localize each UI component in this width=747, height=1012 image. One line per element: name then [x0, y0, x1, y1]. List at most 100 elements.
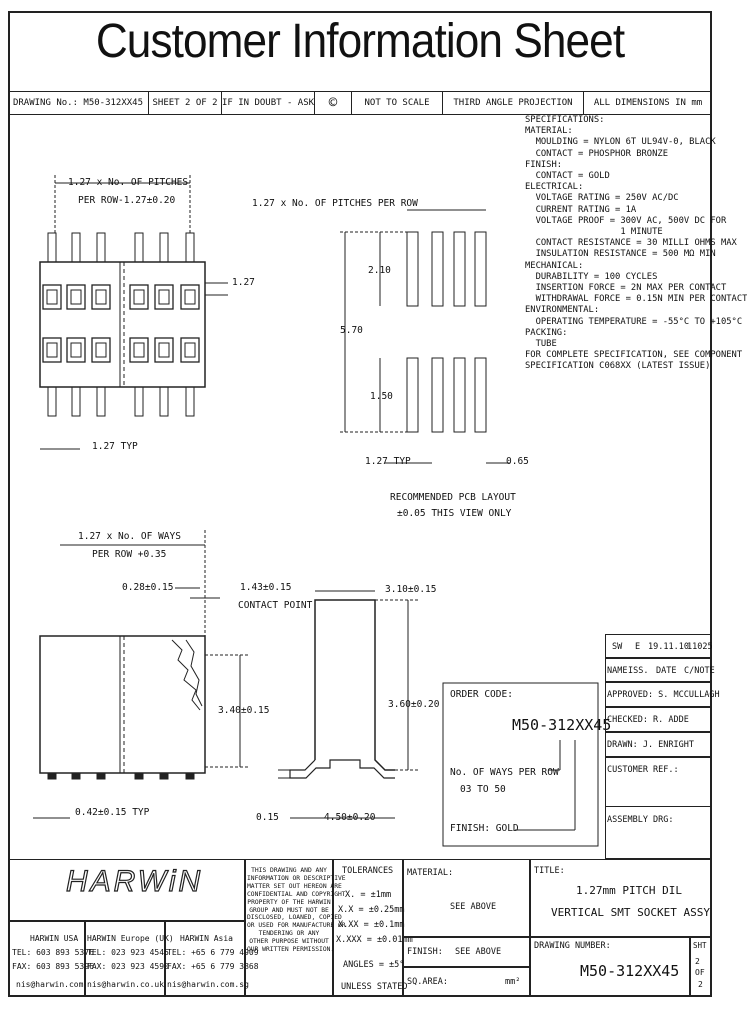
copyright-icon: © [315, 92, 352, 114]
dim-pitches-a: 1.27 x No. OF PITCHES [68, 177, 189, 188]
if-in-doubt: IF IN DOUBT - ASK [222, 92, 315, 114]
tol-4: X.XXX = ±0.01mm [336, 935, 413, 945]
dim-028: 0.28±0.15 [122, 582, 174, 593]
pin-mark [91, 284, 111, 310]
pin-mark [42, 337, 62, 363]
pin-mark [47, 386, 57, 417]
asia-fax: FAX: +65 6 779 3868 [167, 962, 259, 971]
spec-line: INSULATION RESISTANCE = 500 MΩ MIN [525, 249, 716, 260]
pin-mark [96, 386, 106, 417]
spec-line: VOLTAGE PROOF = 300V AC, 500V DC FOR [525, 215, 727, 226]
tol-angles: ANGLES = ±5° [343, 960, 405, 970]
pin-mark [180, 284, 200, 310]
rev-h-name: NAME [607, 666, 628, 676]
spec-line: MATERIAL: [525, 126, 573, 137]
spec-line: FOR COMPLETE SPECIFICATION, SEE COMPONEN… [525, 350, 743, 361]
usa-email[interactable]: nis@harwin.com [16, 980, 84, 989]
pin-mark [134, 232, 144, 263]
spec-line: INSERTION FORCE = 2N MAX PER CONTACT [525, 283, 727, 294]
disclaimer-line: TENDERING OR ANY [258, 930, 320, 938]
asia-email[interactable]: nis@harwin.com.sg [167, 980, 249, 989]
sqarea-cell [403, 967, 530, 997]
eu-tel: TEL: 023 923 4545 [87, 948, 169, 957]
scale-note: NOT TO SCALE [352, 92, 443, 114]
header-strip: DRAWING No.: M50-312XX45 SHEET 2 OF 2 IF… [8, 91, 712, 115]
material-cell [403, 859, 530, 937]
tol-unless: UNLESS STATED [341, 982, 408, 992]
tol-2: X.X = ±0.25mm [338, 905, 405, 915]
finish-cell [403, 937, 530, 967]
pin-mark [71, 386, 81, 417]
tolerance-cell [333, 859, 403, 997]
drawing-no: DRAWING No.: M50-312XX45 [8, 92, 149, 114]
sheet-total: 2 [698, 980, 703, 989]
rev-date: 19.11.10 [648, 642, 689, 652]
pin-mark [154, 284, 174, 310]
dim-pitches-b: PER ROW-1.27±0.20 [78, 195, 176, 206]
pin-mark [133, 342, 145, 358]
spec-line: DURABILITY = 100 CYCLES [525, 271, 658, 282]
pin-mark [96, 232, 106, 263]
order-code-box [442, 682, 599, 847]
pcb-layout-label: RECOMMENDED PCB LAYOUT [390, 492, 516, 503]
dim-340: 3.40±0.15 [218, 705, 270, 716]
customer-ref-row [605, 757, 712, 807]
spec-line: 1 MINUTE [525, 227, 663, 238]
page-title: Customer Information Sheet [95, 15, 625, 68]
tol-3: X.XX = ±0.1mm [338, 920, 405, 930]
dim-ways-a: 1.27 x No. OF WAYS [78, 531, 181, 542]
disclaimer-line: OUR WRITTEN PERMISSION. [247, 946, 335, 954]
dim-ways-b: PER ROW +0.35 [92, 549, 167, 560]
sheet-label: SHT [693, 941, 707, 950]
pin-foot [134, 772, 144, 780]
dim-360: 3.60±0.20 [388, 699, 440, 710]
disclaimer-line: OTHER PURPOSE WITHOUT [249, 938, 329, 946]
spec-line: SPECIFICATION C068XX (LATEST ISSUE) [525, 361, 711, 372]
dim-pcb-570: 5.70 [340, 325, 363, 336]
usa-name: HARWIN USA [30, 934, 79, 943]
projection-note: THIRD ANGLE PROJECTION [443, 92, 584, 114]
spec-line: VOLTAGE RATING = 250V AC/DC [525, 193, 679, 204]
sheet-cell [690, 937, 712, 997]
dim-042: 0.42±0.15 TYP [75, 807, 150, 818]
eu-fax: FAX: 023 923 4590 [87, 962, 169, 971]
asia-cell [165, 921, 245, 997]
order-code-value: M50-312XX45 [512, 716, 612, 734]
dim-143: 1.43±0.15 [240, 582, 292, 593]
spec-line: ELECTRICAL: [525, 182, 584, 193]
tol-1: X. = ±1mm [345, 890, 392, 900]
checked-row [605, 707, 712, 732]
spec-line: CURRENT RATING = 1A [525, 204, 637, 215]
asia-tel: TEL: +65 6 779 4909 [167, 948, 259, 957]
sqarea-unit: mm² [505, 977, 521, 987]
rev-cnote: 11025 [687, 642, 713, 652]
disclaimer-line: DISCLOSED, LOANED, COPIED [247, 914, 342, 922]
approved-row [605, 682, 712, 707]
pin-mark [154, 337, 174, 363]
side-view [33, 530, 250, 819]
rev-h-iss: ISS. [628, 666, 649, 676]
spec-line: SPECIFICATIONS: [525, 115, 605, 125]
dim-310: 3.10±0.15 [385, 584, 437, 595]
top-view [39, 175, 228, 450]
spec-line: TUBE [525, 339, 557, 350]
dim-127-typ: 1.27 TYP [92, 441, 138, 452]
finish-label: FINISH: [407, 947, 443, 957]
pin-mark [66, 284, 86, 310]
spec-line: WITHDRAWAL FORCE = 0.15N MIN PER CONTACT [525, 294, 747, 305]
usa-cell [8, 921, 85, 997]
revision-head [605, 658, 712, 682]
eu-email[interactable]: nis@harwin.co.uk [87, 980, 165, 989]
spec-line: CONTACT RESISTANCE = 30 MILLI OHMS MAX [525, 238, 737, 249]
spec-line: PACKING: [525, 327, 568, 338]
asia-name: HARWIN Asia [180, 934, 233, 943]
sheet-of: OF [695, 968, 705, 977]
disclaimer-line: PROPERTY OF THE HARWIN [247, 898, 331, 906]
disclaimer-line: INFORMATION OR DESCRIPTIVE [247, 874, 346, 882]
drawing-number-cell [530, 937, 690, 997]
finish-value: SEE ABOVE [455, 947, 502, 957]
rev-h-date: DATE [656, 666, 677, 676]
disclaimer-line: GROUP AND MUST NOT BE [249, 906, 329, 914]
order-ways-label: No. OF WAYS PER ROW [450, 767, 559, 778]
